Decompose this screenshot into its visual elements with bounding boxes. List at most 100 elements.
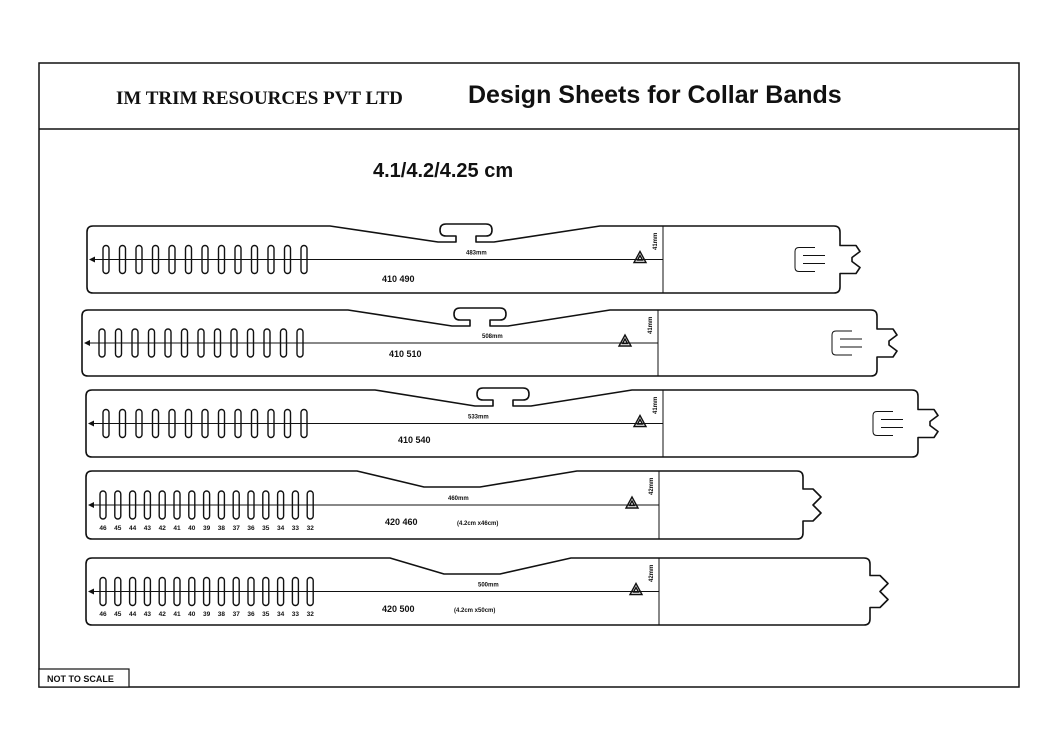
slot-size-number: 40 — [188, 611, 196, 618]
arrow-left-icon — [88, 502, 94, 508]
adjustment-slot — [131, 328, 139, 358]
adjustment-slot — [234, 408, 242, 439]
collar-band: 41mm 508mm 410 510 — [81, 307, 898, 377]
adjustment-slot — [232, 576, 240, 607]
adjustment-slot — [234, 244, 242, 275]
adjustment-slot — [135, 408, 143, 439]
adjustment-slot — [102, 244, 110, 275]
adjustment-slot — [291, 576, 300, 607]
adjustment-slot — [188, 576, 196, 607]
length-label: 500mm — [478, 583, 499, 589]
slot-size-number: 32 — [307, 611, 315, 618]
slot-size-number: 35 — [262, 525, 270, 532]
product-code: 420 460 — [385, 517, 418, 527]
slot-size-number: 36 — [247, 611, 255, 618]
length-label: 508mm — [482, 334, 503, 340]
adjustment-slot — [217, 576, 226, 607]
adjustment-slot — [202, 576, 211, 607]
adjustment-slot — [300, 244, 308, 275]
recycle-icon — [624, 495, 640, 509]
length-label: 460mm — [448, 496, 469, 502]
hook-slot — [831, 330, 862, 356]
hook-slot — [872, 411, 903, 436]
width-dimension-label: 41mm — [648, 317, 654, 334]
adjustment-slot — [184, 244, 193, 275]
recycle-icon — [628, 582, 644, 596]
slot-size-number: 42 — [159, 525, 167, 532]
adjustment-slot — [188, 490, 196, 520]
band-widths-subtitle: 4.1/4.2/4.25 cm — [373, 160, 513, 182]
adjustment-slot — [168, 244, 176, 275]
adjustment-slot — [143, 576, 152, 607]
band-outline — [86, 223, 861, 294]
adjustment-slot — [283, 244, 292, 275]
adjustment-slot — [300, 408, 308, 439]
slot-size-number: 32 — [307, 525, 315, 532]
adjustment-slot — [143, 490, 152, 520]
adjustment-slot — [102, 408, 110, 439]
adjustment-slot — [276, 490, 285, 520]
adjustment-slot — [291, 490, 300, 520]
slot-size-number: 44 — [129, 525, 137, 532]
adjustment-slot — [118, 408, 127, 439]
band-outline — [81, 307, 898, 377]
adjustment-slot — [217, 244, 226, 275]
sheet-title: Design Sheets for Collar Bands — [468, 81, 842, 109]
adjustment-slot — [114, 576, 122, 607]
arrow-left-icon — [89, 256, 95, 263]
slot-size-number: 44 — [129, 611, 137, 618]
adjustment-slot — [230, 328, 238, 358]
size-note: (4.2cm x50cm) — [454, 608, 495, 614]
adjustment-slot — [262, 576, 270, 607]
adjustment-slot — [306, 490, 314, 520]
adjustment-slot — [202, 490, 211, 520]
arrow-left-icon — [88, 588, 94, 595]
slot-size-number: 45 — [114, 611, 122, 618]
slot-size-number: 43 — [144, 611, 152, 618]
adjustment-slot — [99, 576, 107, 607]
slot-size-number: 46 — [99, 611, 107, 618]
adjustment-slot — [164, 328, 172, 358]
arrow-left-icon — [84, 340, 90, 346]
adjustment-slot — [114, 328, 123, 358]
width-dimension-label: 42mm — [649, 565, 655, 582]
slot-size-number: 40 — [188, 525, 196, 532]
width-dimension-label: 41mm — [653, 397, 659, 414]
not-to-scale-label: NOT TO SCALE — [47, 674, 114, 684]
adjustment-slot — [250, 244, 259, 275]
adjustment-slot — [168, 408, 176, 439]
adjustment-slot — [147, 328, 156, 358]
adjustment-slot — [246, 328, 255, 358]
slot-size-number: 39 — [203, 525, 211, 532]
slot-size-number: 46 — [99, 525, 107, 532]
product-code: 410 490 — [382, 274, 415, 284]
adjustment-slot — [184, 408, 193, 439]
width-dimension-label: 41mm — [653, 233, 659, 250]
adjustment-slot — [232, 490, 240, 520]
recycle-icon — [617, 333, 633, 347]
recycle-icon — [632, 414, 648, 428]
adjustment-slot — [180, 328, 189, 358]
adjustment-slot — [262, 490, 270, 520]
adjustment-slot — [151, 244, 160, 275]
product-code: 420 500 — [382, 604, 415, 614]
adjustment-slot — [173, 490, 181, 520]
slot-size-number: 42 — [159, 611, 167, 618]
company-name: IM TRIM RESOURCES PVT LTD — [116, 88, 403, 109]
adjustment-slot — [99, 490, 107, 520]
adjustment-slot — [118, 244, 127, 275]
slot-size-number: 37 — [233, 611, 241, 618]
product-code: 410 510 — [389, 349, 422, 359]
width-dimension-label: 42mm — [649, 478, 655, 495]
adjustment-slot — [217, 408, 226, 439]
adjustment-slot — [250, 408, 259, 439]
adjustment-slot — [197, 328, 205, 358]
slot-size-number: 34 — [277, 525, 285, 532]
adjustment-slot — [217, 490, 226, 520]
adjustment-slot — [276, 576, 285, 607]
slot-size-number: 38 — [218, 525, 226, 532]
